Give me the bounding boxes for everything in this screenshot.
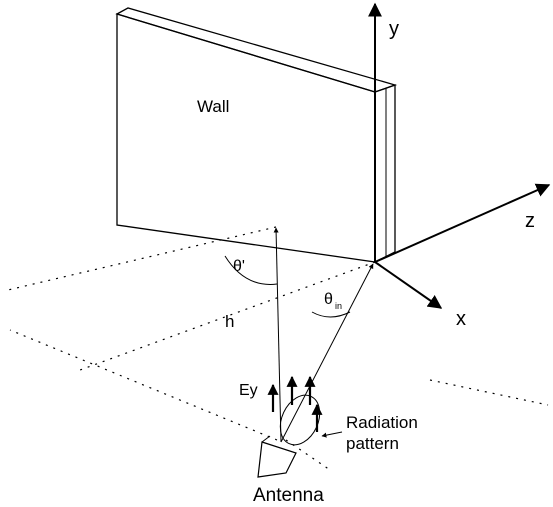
antenna-feed [261,435,271,443]
y-axis-label: y [389,18,399,40]
wall-side-face [374,84,396,264]
projection-lines [7,226,549,471]
theta-prime-label: θ' [233,258,245,275]
dotted-line-left-lower [9,329,278,441]
coordinate-axes [368,2,551,309]
wall-label: Wall [197,97,229,116]
dotted-line-left-upper [7,226,277,291]
wall [115,7,398,264]
z-axis [374,183,551,263]
radiation-pattern-pointer [321,431,343,438]
ey-label: Ey [239,382,258,399]
normal-line [273,227,282,443]
x-axis [374,261,443,309]
radiation-pattern-lobe [279,394,321,446]
radiation-pattern-label-line1: Radiation [346,413,418,432]
ey-arrows [267,375,323,432]
radiation-pattern-label-line2: pattern [346,434,399,453]
theta-in-arc [311,311,351,318]
h-label: h [225,312,234,331]
x-axis-label: x [456,308,466,330]
antenna-horn [257,441,297,478]
theta-in-subscript: in [335,301,342,311]
antenna-label: Antenna [253,485,324,506]
incident-ray [280,263,374,443]
wall-front-face [116,13,376,263]
theta-in-label: θ [324,291,333,308]
wall-top-face [115,7,398,93]
z-axis-label: z [525,210,535,232]
dotted-line-far [429,379,549,406]
theta-prime-arc [224,255,278,285]
